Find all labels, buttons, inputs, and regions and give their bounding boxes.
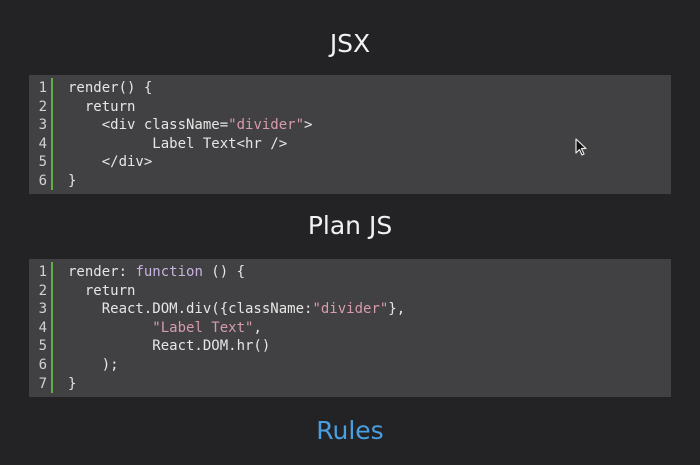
title-plain-js: Plan JS: [307, 211, 393, 240]
string-token: "Label Text": [152, 319, 254, 336]
code-line: </div>: [68, 153, 671, 172]
code-token: React.DOM.div({className:: [68, 301, 313, 318]
string-token: "divider": [228, 117, 305, 134]
code-line: <div className="divider">: [68, 116, 671, 135]
code-line: return: [68, 98, 671, 117]
line-number: 7: [38, 375, 47, 392]
line-number: 2: [38, 282, 47, 299]
code-line: React.DOM.hr(): [68, 337, 671, 356]
code-token: () {: [202, 264, 246, 280]
rules-link[interactable]: Rules: [316, 416, 384, 445]
code-token: return: [68, 98, 136, 115]
gutter-divider: [51, 78, 53, 190]
code-token: React.DOM.hr(): [68, 338, 271, 355]
line-number: 4: [38, 135, 47, 152]
line-number: 1: [38, 80, 47, 96]
code-token: render:: [68, 264, 136, 280]
title-jsx: JSX: [329, 29, 371, 58]
code-token: },: [388, 301, 406, 318]
code-line: return: [68, 282, 671, 301]
code-token: >: [304, 117, 313, 134]
line-number: 2: [38, 98, 47, 115]
line-number: 5: [38, 338, 47, 355]
code-line: );: [68, 356, 671, 375]
code-line: }: [68, 172, 671, 191]
line-number: 5: [38, 154, 47, 171]
code-lines: render: function () { return React.DOM.d…: [68, 263, 671, 393]
line-number: 6: [38, 172, 47, 189]
code-lines: render() { return <div className="divide…: [68, 79, 671, 191]
code-line: Label Text<hr />: [68, 135, 671, 154]
string-token: "divider": [312, 301, 389, 318]
code-token: return: [68, 282, 136, 299]
line-number: 3: [38, 117, 47, 134]
code-line: }: [68, 375, 671, 394]
code-line: render() {: [68, 79, 671, 98]
code-line: React.DOM.div({className:"divider"},: [68, 300, 671, 319]
mouse-pointer-icon: [575, 138, 587, 160]
code-line: render: function () {: [68, 263, 671, 282]
code-token: }: [68, 375, 77, 392]
line-number: 3: [38, 301, 47, 318]
code-token: }: [68, 172, 77, 189]
keyword-token: function: [135, 264, 203, 280]
line-number: 6: [38, 356, 47, 373]
code-token: render() {: [68, 80, 153, 96]
code-token: [68, 320, 152, 336]
line-number: 1: [38, 264, 47, 280]
code-line: "Label Text",: [68, 319, 671, 338]
code-token: </div>: [68, 154, 153, 171]
code-token: );: [68, 356, 119, 373]
code-token: <div className=: [68, 117, 229, 134]
code-token: ,: [253, 319, 262, 336]
code-token: Label Text<hr />: [68, 135, 288, 152]
gutter-divider: [51, 262, 53, 393]
line-number: 4: [38, 319, 47, 336]
